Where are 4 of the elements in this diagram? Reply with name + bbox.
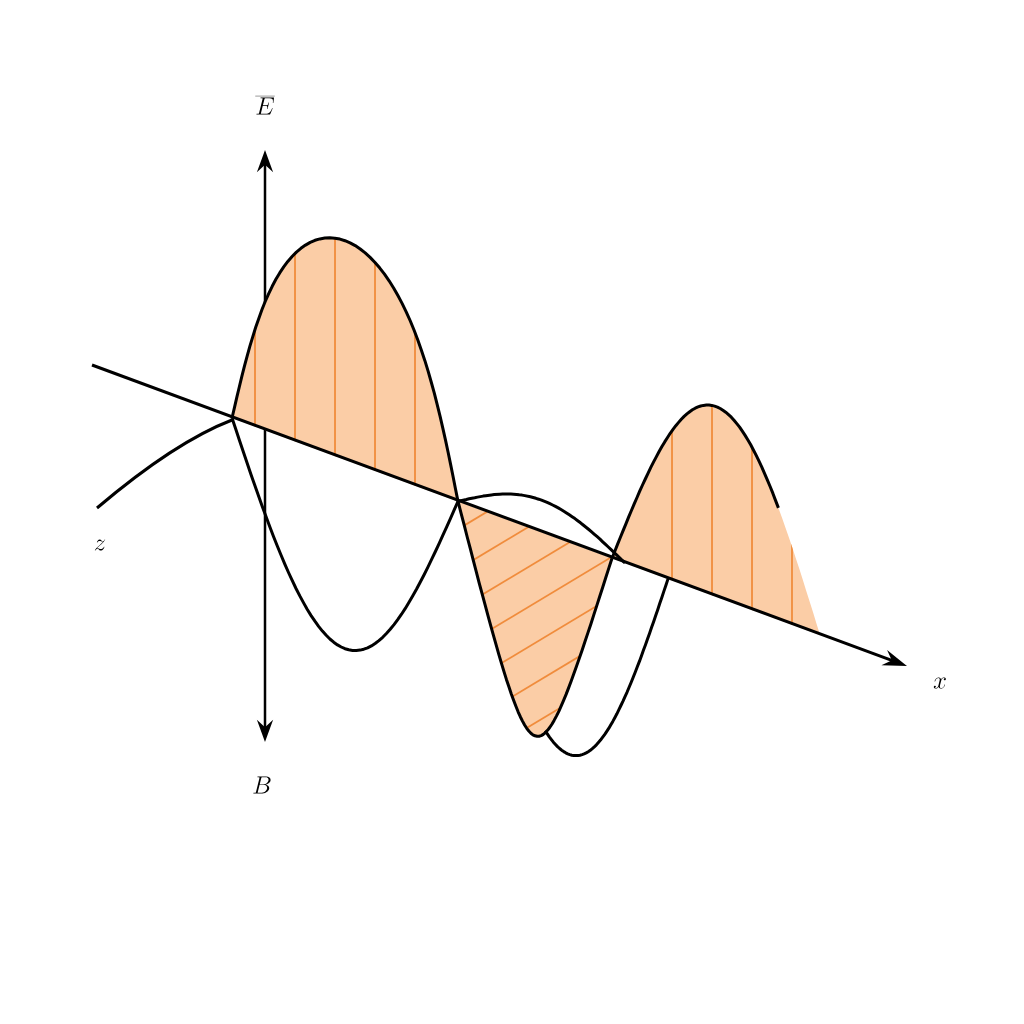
axis-label: $B$ bbox=[253, 776, 271, 794]
axis-label: $x$ bbox=[933, 677, 946, 689]
axis-label: $\overline{E}$ bbox=[255, 96, 275, 115]
axis-label: $z$ bbox=[94, 539, 106, 551]
